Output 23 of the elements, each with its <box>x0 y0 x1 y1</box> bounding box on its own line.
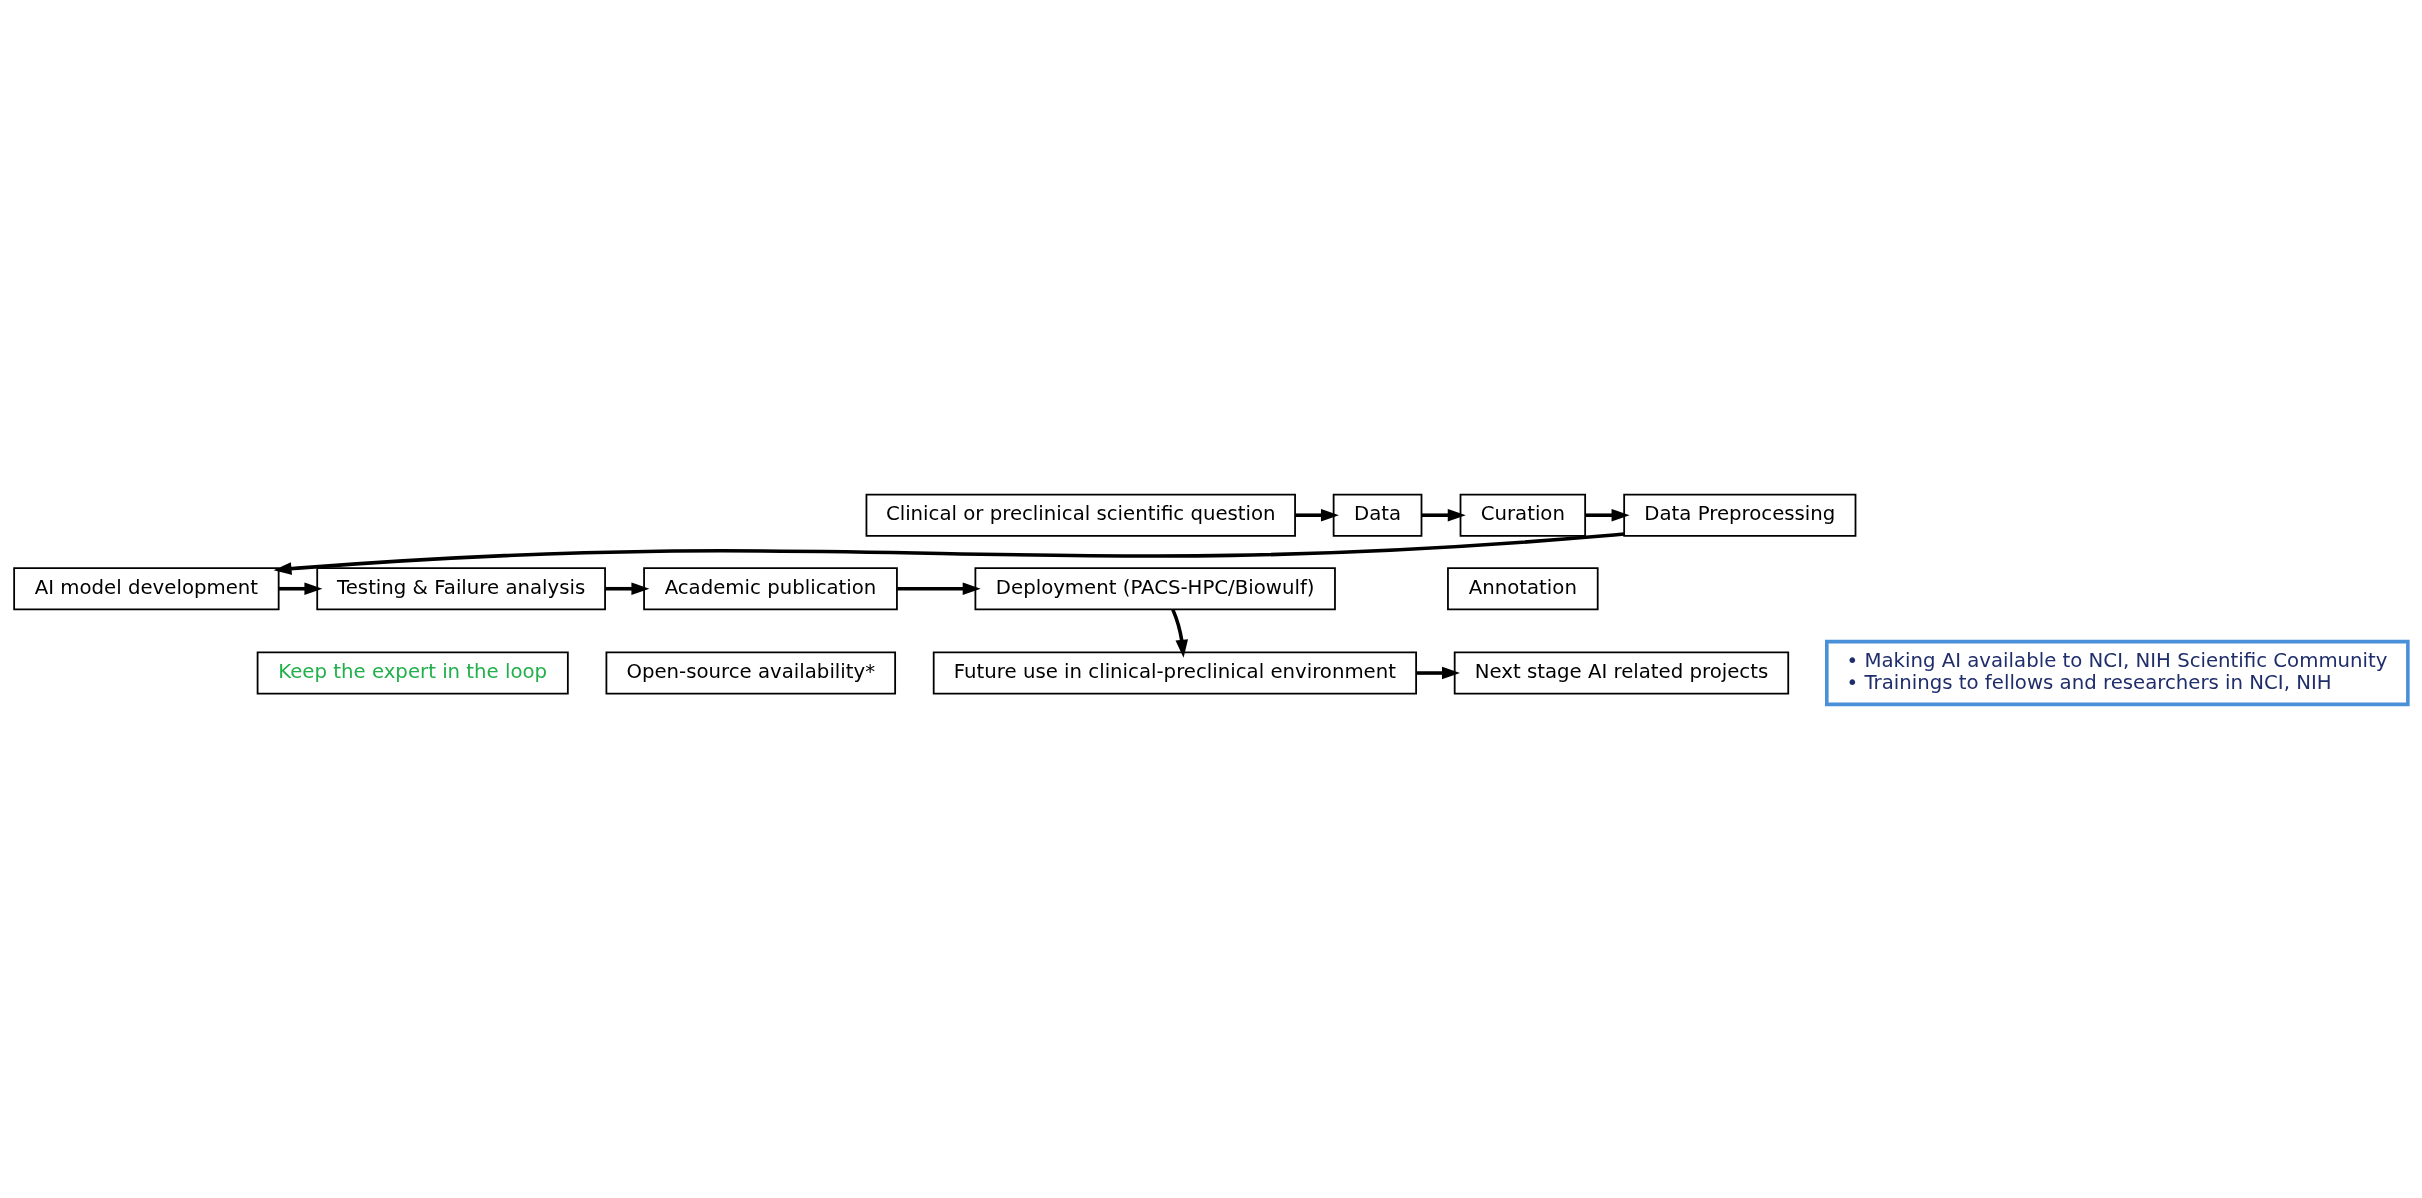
node-box: Curation <box>1459 493 1587 537</box>
arrow <box>1585 508 1630 521</box>
node-box: Testing & Failure analysis <box>316 566 606 610</box>
arrow <box>278 581 323 595</box>
arrow <box>1295 508 1339 521</box>
node-box: Academic publication <box>643 566 898 610</box>
arrow <box>1416 666 1460 679</box>
arrow <box>605 581 650 595</box>
node-box: Data <box>1332 493 1423 537</box>
node-box: Data Preprocessing <box>1623 493 1857 537</box>
node-box: AI model development <box>13 566 280 610</box>
arrow <box>1421 508 1466 521</box>
node-box: Clinical or preclinical scientific question <box>865 493 1296 537</box>
arrow <box>273 531 1625 575</box>
node-box: Deployment (PACS-HPC/Biowulf) <box>974 566 1336 610</box>
node-box: • Making AI available to NCI, NIH Scientific Community • Trainings to fellows and researchers in NCI, NIH <box>1825 639 2410 706</box>
node-box: Annotation <box>1447 566 1599 610</box>
node-box: Future use in clinical-preclinical environment <box>932 651 1417 695</box>
node-box: Open-source availability* <box>605 651 897 695</box>
arrow <box>1171 608 1189 658</box>
node-box: Next stage AI related projects <box>1453 651 1790 695</box>
node-box: Keep the expert in the loop <box>256 651 569 695</box>
arrow <box>897 581 981 595</box>
